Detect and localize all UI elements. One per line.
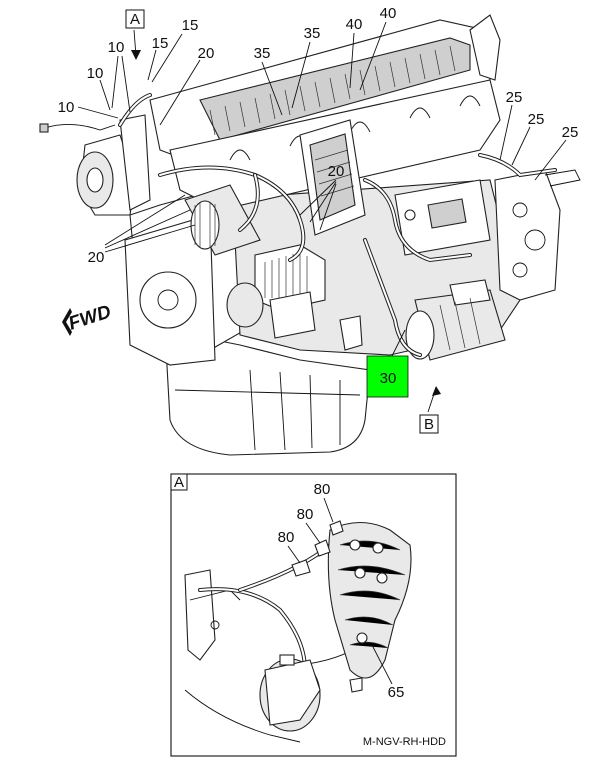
- fwd-label: FWD: [66, 301, 114, 334]
- drawing-code: M-NGV-RH-HDD: [363, 736, 446, 748]
- callout-35-right: 35: [304, 25, 321, 42]
- callout-80-mid: 80: [297, 506, 314, 523]
- callout-25-mid: 25: [528, 111, 545, 128]
- callout-25-right: 25: [562, 124, 579, 141]
- callout-leaders: [77, 21, 567, 413]
- forward-arrow-icon: [62, 308, 72, 336]
- callout-25-top: 25: [506, 89, 523, 106]
- detail-label-box: [170, 473, 188, 491]
- view-marker-b: B: [424, 416, 434, 433]
- callout-20-left: 20: [88, 249, 105, 266]
- callout-20-center: 20: [328, 163, 345, 180]
- callout-30-highlight: [366, 355, 409, 398]
- callout-10-top: 10: [108, 39, 125, 56]
- forward-direction-indicator: FWD: [62, 301, 114, 336]
- callout-20-top: 20: [198, 45, 215, 62]
- detail-label: A: [174, 474, 184, 491]
- view-marker-a: A: [130, 11, 140, 28]
- callout-80-top: 80: [314, 481, 331, 498]
- engine-illustration: [39, 14, 581, 456]
- callout-15-right: 15: [182, 17, 199, 34]
- callout-80-low: 80: [278, 529, 295, 546]
- callout-35-left: 35: [254, 45, 271, 62]
- callout-30: 30: [380, 370, 397, 387]
- detail-view-a: A: [170, 473, 457, 757]
- callout-10-low: 10: [58, 99, 75, 116]
- callout-40-right: 40: [380, 5, 397, 22]
- view-marker-b-box: [419, 414, 439, 434]
- callout-40-left: 40: [346, 16, 363, 33]
- callout-10-mid: 10: [87, 65, 104, 82]
- callout-15-left: 15: [152, 35, 169, 52]
- callout-65: 65: [388, 684, 405, 701]
- view-marker-a-box: [125, 9, 145, 29]
